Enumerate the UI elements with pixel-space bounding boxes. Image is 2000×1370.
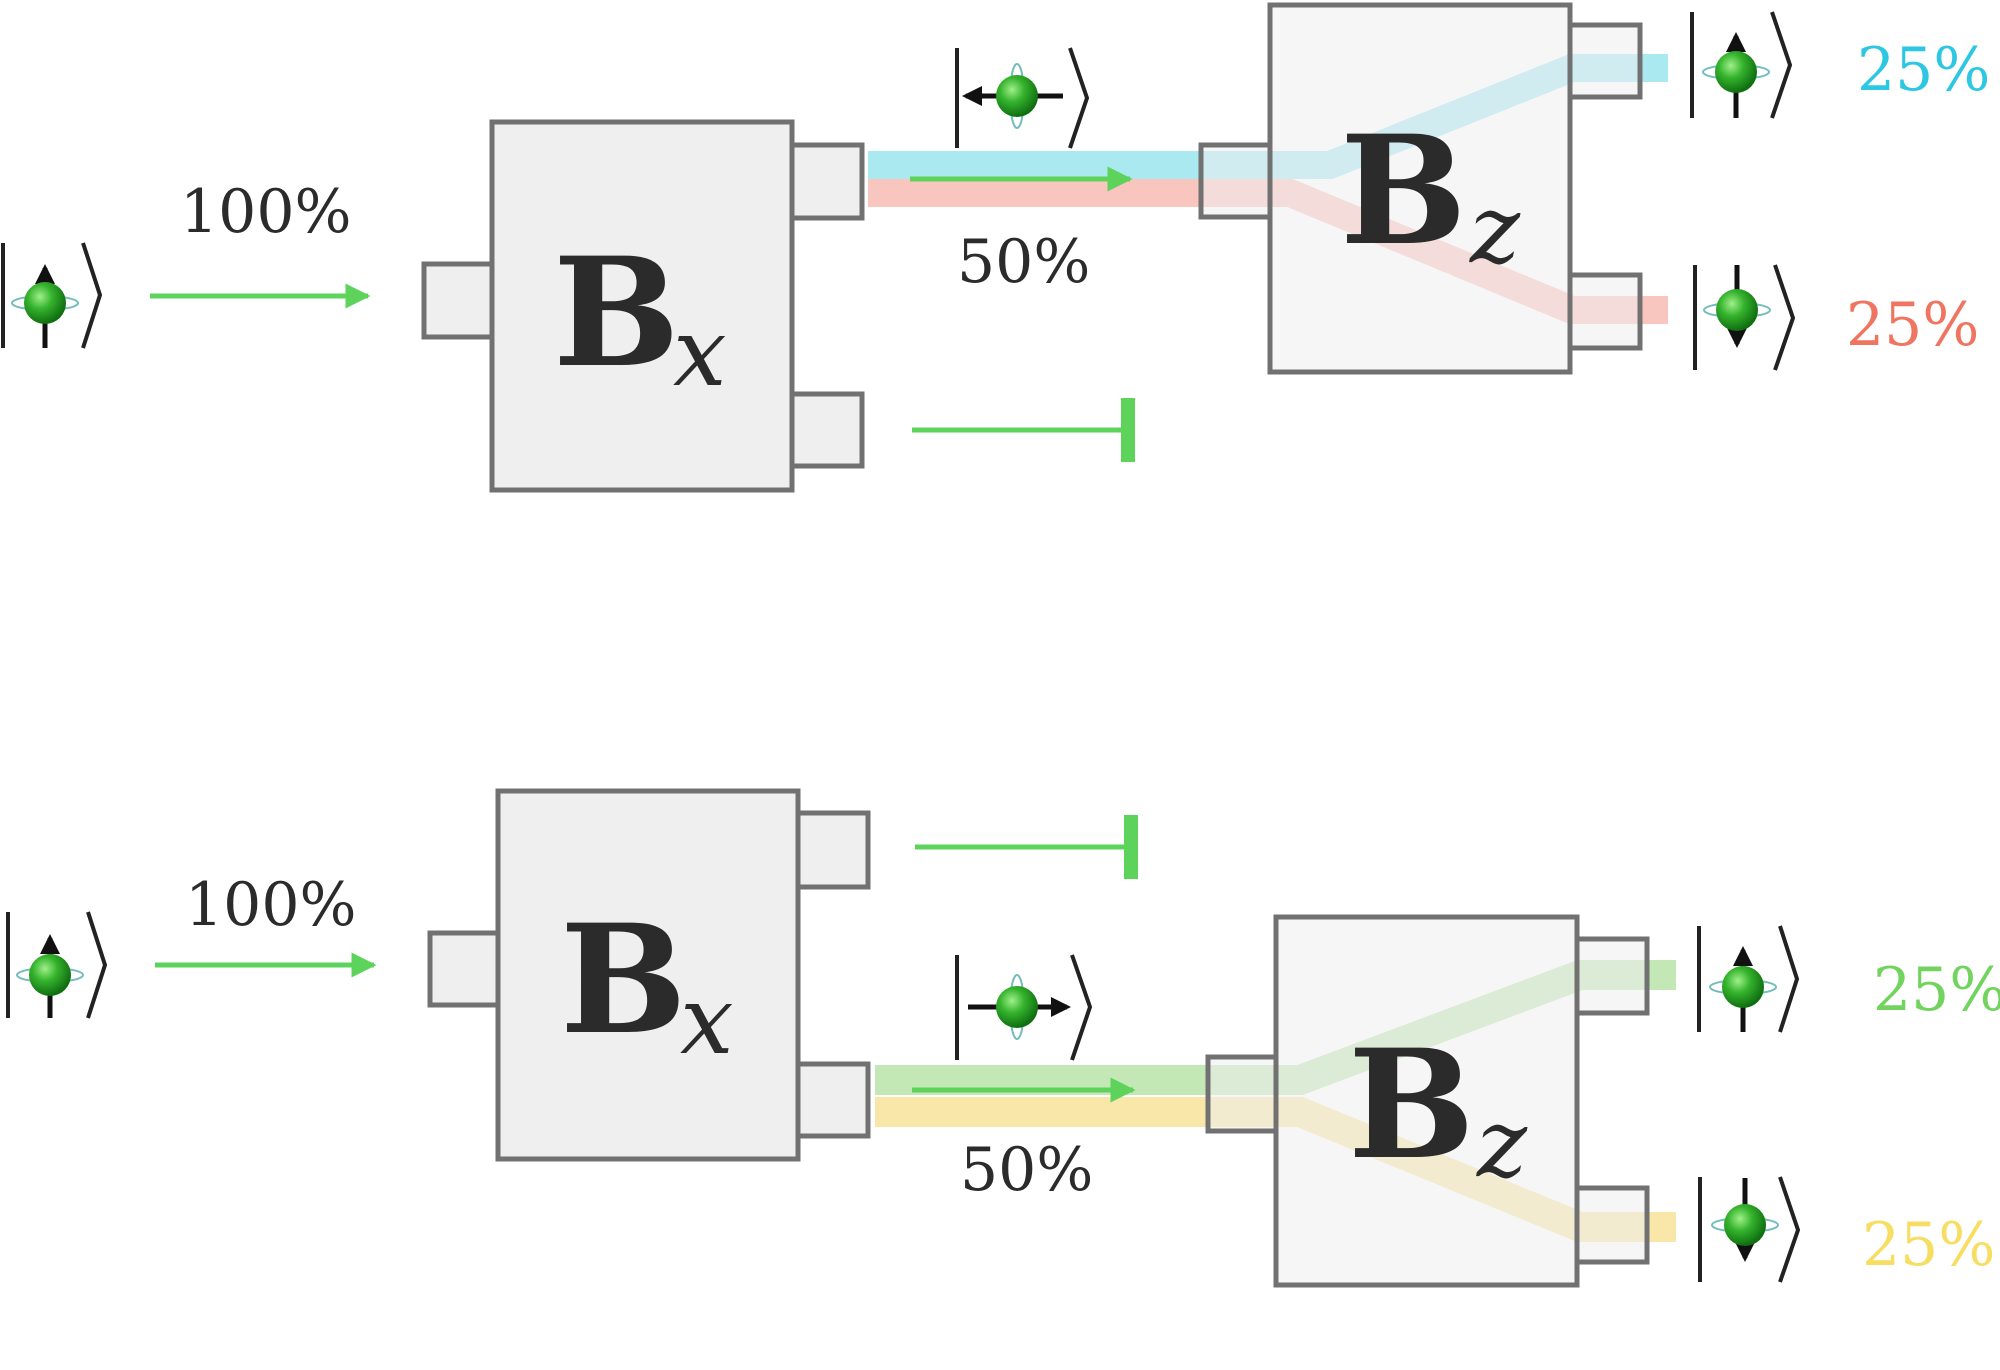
top-out-down-ket [1693, 264, 1796, 371]
top-bx-magnet: B x [421, 119, 865, 493]
bottom-bx-magnet: B x [427, 788, 871, 1162]
spin-up-icon [29, 954, 71, 996]
top-out-up-ket [1690, 11, 1793, 119]
top-mid-ket [955, 47, 1090, 149]
top-beam-stop [1121, 398, 1135, 462]
bottom-out-down-ket [1698, 1176, 1801, 1283]
bottom-out-up-percent: 25% [1873, 955, 2000, 1025]
spin-up-icon [24, 282, 66, 324]
bottom-beam-stop [1124, 815, 1138, 879]
top-out-down-percent: 25% [1846, 290, 1979, 360]
bottom-bz-letter: B [1348, 1017, 1475, 1193]
spin-up-icon [1722, 966, 1764, 1008]
top-bz-magnet: B z [1198, 2, 1643, 375]
spin-down-icon [1716, 289, 1758, 331]
bottom-input-ket [6, 911, 108, 1019]
bottom-bz-sub: z [1476, 1089, 1528, 1199]
spin-down-icon [1724, 1204, 1766, 1246]
top-bz-sub: z [1469, 175, 1521, 285]
spin-up-icon [1715, 51, 1757, 93]
bottom-mid-percent: 50% [960, 1135, 1093, 1205]
top-input-ket [1, 242, 103, 349]
bottom-bz-magnet: B z [1205, 914, 1650, 1288]
bottom-mid-ket [955, 954, 1093, 1061]
top-bx-sub: x [673, 298, 727, 408]
spin-right-icon [996, 986, 1038, 1028]
top-experiment: 100% B x 50% [1, 2, 1990, 493]
top-out-up-percent: 25% [1857, 35, 1990, 105]
top-input-percent: 100% [180, 177, 352, 247]
bottom-experiment: 100% B x 50% [6, 788, 2000, 1288]
bottom-out-down-percent: 25% [1862, 1210, 1995, 1280]
bottom-input-percent: 100% [185, 870, 357, 940]
bottom-bx-letter: B [560, 892, 687, 1068]
top-bx-letter: B [553, 225, 680, 401]
bottom-out-up-ket [1697, 925, 1800, 1033]
bottom-bx-sub: x [680, 966, 734, 1076]
spin-left-icon [996, 75, 1038, 117]
top-mid-percent: 50% [957, 227, 1090, 297]
top-bz-letter: B [1340, 103, 1467, 279]
